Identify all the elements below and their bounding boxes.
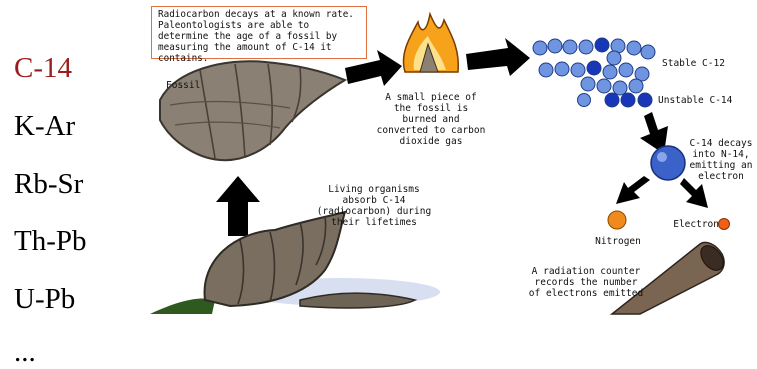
burn-label: A small piece of the fossil is burned an… — [376, 92, 486, 147]
carbon-atoms-icon — [533, 38, 655, 107]
electron-label: Electron — [667, 219, 719, 230]
fire-icon — [403, 14, 458, 72]
nitrogen-atom-icon — [608, 211, 626, 229]
counter-label: A radiation counter records the number o… — [528, 266, 644, 299]
fossil-label: Fossil — [166, 80, 206, 91]
unstable-c14-label: Unstable C-14 — [658, 95, 738, 106]
decay-label: C-14 decays into N-14, emitting an elect… — [688, 138, 754, 182]
electron-icon — [719, 219, 730, 230]
arrow-fire-to-atoms-icon — [466, 38, 530, 76]
fossil-shell-icon — [160, 61, 345, 160]
arrow-up-icon — [216, 176, 260, 236]
nitrogen-label: Nitrogen — [590, 236, 646, 247]
intro-textbox: Radiocarbon decays at a known rate. Pale… — [151, 6, 367, 59]
living-label: Living organisms absorb C-14 (radiocarbo… — [314, 184, 434, 228]
arrow-to-nitrogen-icon — [616, 176, 650, 204]
arrow-to-electron-icon — [680, 178, 708, 208]
c14-atom-icon — [651, 146, 685, 180]
stable-c12-label: Stable C-12 — [662, 58, 732, 69]
